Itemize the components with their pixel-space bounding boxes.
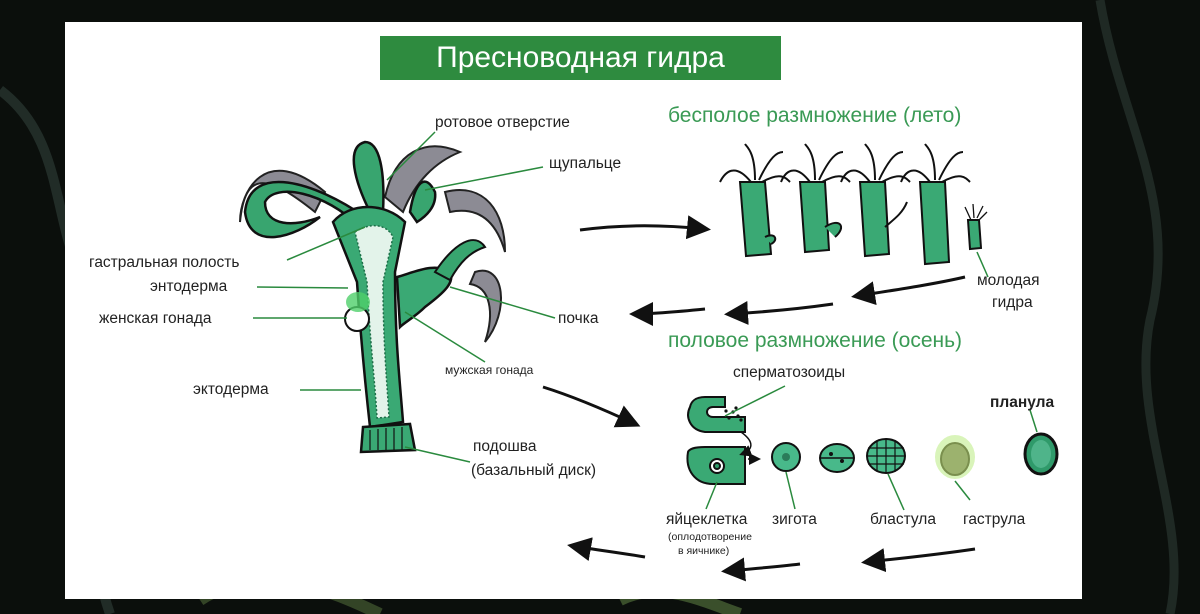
gastrula-shape bbox=[935, 435, 975, 479]
arrow-asexual-return-1 bbox=[851, 275, 966, 306]
label-gastric-cavity: гастральная полость bbox=[89, 254, 240, 271]
anatomy-leader-lines bbox=[253, 131, 556, 463]
label-sole-line1: подошва bbox=[473, 438, 537, 455]
label-gastrula: гаструла bbox=[963, 511, 1026, 528]
arrow-to-sexual bbox=[542, 385, 641, 428]
asexual-hydra-4 bbox=[900, 143, 971, 266]
asexual-hydra-2 bbox=[780, 143, 851, 254]
label-zygote: зигота bbox=[772, 511, 817, 528]
planula-shape bbox=[1023, 432, 1059, 476]
arrow-asexual-return-2 bbox=[724, 300, 834, 325]
tentacle-green-mid bbox=[352, 140, 385, 214]
bud-tentacle bbox=[433, 239, 487, 282]
label-sole-line2: (базальный диск) bbox=[471, 462, 597, 479]
asexual-hydra-row bbox=[719, 143, 988, 266]
arrow-sexual-return-2 bbox=[721, 557, 801, 582]
label-endoderm: энтодерма bbox=[150, 278, 228, 295]
asexual-hydra-1 bbox=[719, 143, 791, 258]
label-young-hydra-line1: молодая bbox=[977, 272, 1040, 289]
blastula-shape bbox=[819, 443, 855, 473]
label-egg-note-line2: в яичнике) bbox=[678, 545, 730, 557]
arrow-sexual-return-3 bbox=[567, 537, 646, 561]
tentacle-green-right bbox=[408, 180, 437, 224]
label-bud: почка bbox=[558, 310, 599, 327]
label-female-gonad: женская гонада bbox=[99, 310, 212, 327]
stage-leader-lines bbox=[705, 251, 1038, 511]
asexual-hydra-young bbox=[964, 203, 988, 251]
gastrula-morula-shape bbox=[866, 438, 906, 474]
label-egg-note-line1: (оплодотворение bbox=[668, 531, 752, 543]
label-sperm: сперматозоиды bbox=[733, 364, 846, 381]
zygote-shape bbox=[771, 442, 801, 472]
diagram-drawing bbox=[239, 131, 1059, 582]
label-young-hydra-line2: гидра bbox=[992, 294, 1033, 311]
bud-branch bbox=[395, 266, 453, 330]
arrow-to-asexual bbox=[579, 215, 711, 240]
label-ectoderm: эктодерма bbox=[193, 381, 269, 398]
slide-title: Пресноводная гидра bbox=[380, 36, 781, 80]
slide: Пресноводная гидра bbox=[65, 22, 1082, 599]
male-gonad-cells bbox=[687, 396, 746, 433]
tentacle-green-left bbox=[243, 180, 367, 239]
gastric-cavity-shape bbox=[354, 225, 394, 419]
gonads-illustration bbox=[686, 396, 761, 485]
label-mouth: ротовое отверстие bbox=[435, 114, 570, 131]
tentacle-grey-far-right bbox=[468, 269, 502, 343]
process-arrows bbox=[542, 215, 976, 582]
tentacle-grey-right bbox=[443, 189, 506, 253]
heading-asexual: бесполое размножение (лето) bbox=[668, 104, 962, 127]
label-male-gonad: мужская гонада bbox=[445, 363, 534, 377]
label-egg: яйцеклетка bbox=[666, 511, 748, 528]
label-planula: планула bbox=[990, 394, 1055, 411]
heading-sexual: половое размножение (осень) bbox=[668, 329, 963, 352]
arrow-return-to-hydra bbox=[629, 301, 706, 326]
arrow-sexual-return-1 bbox=[861, 547, 976, 573]
label-tentacle: щупальце bbox=[549, 155, 622, 172]
label-blastula: бластула bbox=[870, 511, 936, 528]
asexual-hydra-3 bbox=[840, 143, 911, 258]
hydra-main-illustration bbox=[239, 140, 506, 454]
